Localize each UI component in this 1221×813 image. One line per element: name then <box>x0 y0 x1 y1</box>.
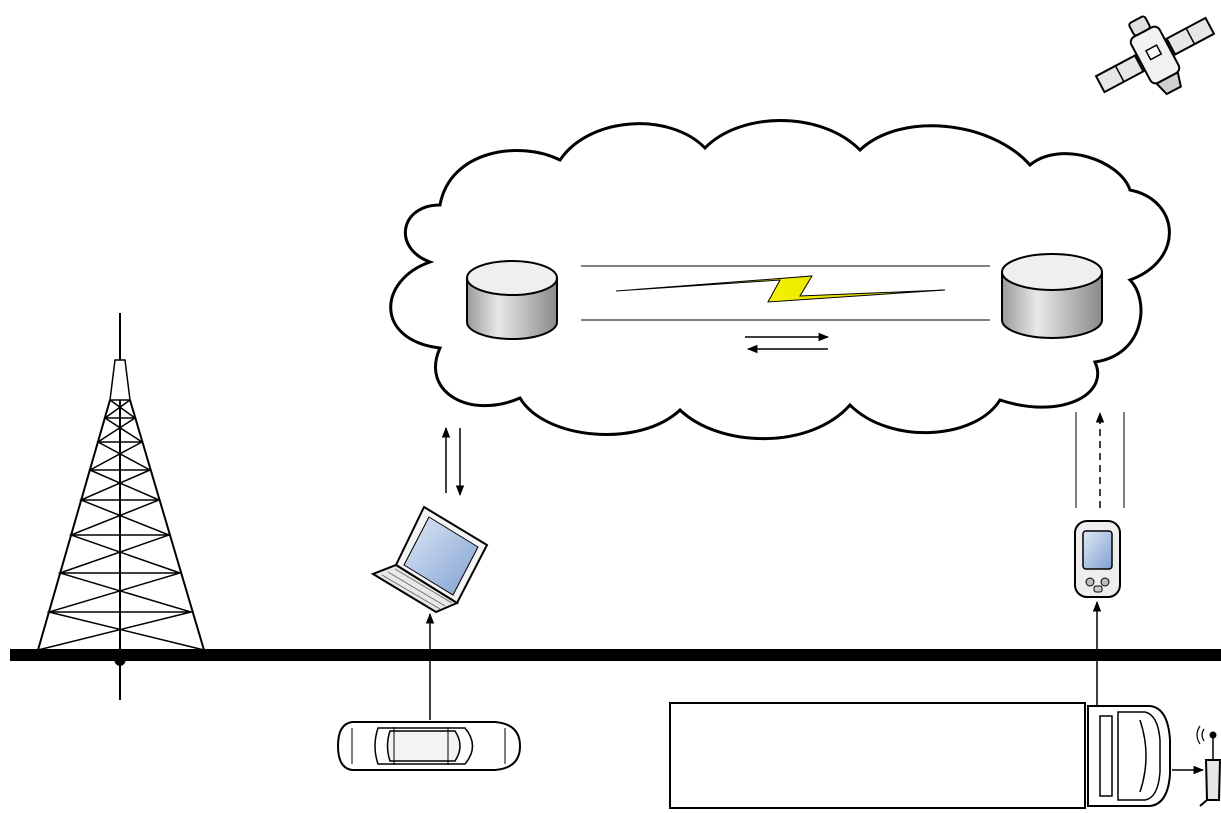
lightning-icon <box>615 275 946 303</box>
road-line <box>10 649 1221 661</box>
truck-icon <box>669 702 1171 809</box>
server-left-icon <box>466 260 558 340</box>
transmission-tower-icon <box>37 313 205 700</box>
handheld-cloud-link <box>1075 411 1125 508</box>
laptop-icon <box>370 505 489 614</box>
satellite-icon <box>1094 15 1216 96</box>
antenna-icon <box>1196 725 1221 807</box>
pda-icon <box>1074 520 1121 598</box>
server-right-icon <box>1001 253 1103 339</box>
laptop-cloud-link <box>441 426 465 497</box>
car-icon <box>336 721 522 771</box>
server-wireless-link <box>581 265 990 354</box>
